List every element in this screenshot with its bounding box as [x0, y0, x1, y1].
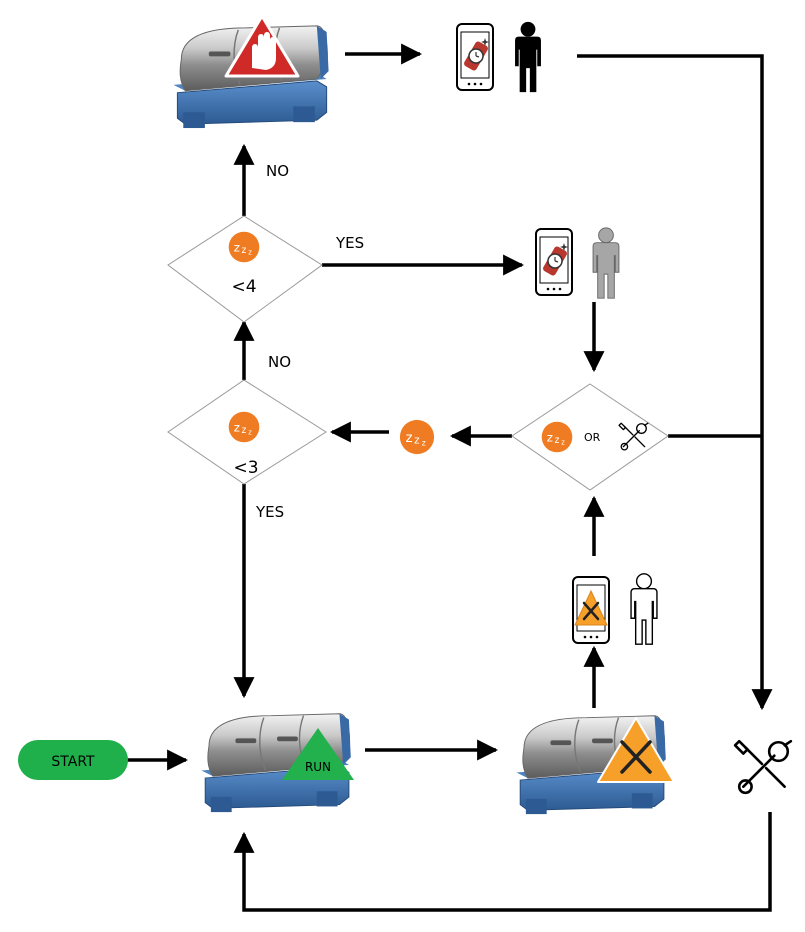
machine-running: RUN — [200, 713, 354, 813]
connectors — [127, 43, 773, 912]
smartphone-icon — [571, 575, 611, 645]
smartphone-icon — [455, 22, 495, 92]
run-label: RUN — [305, 760, 331, 774]
yes-mid-label: YES — [255, 503, 284, 521]
start-node: START — [18, 740, 128, 780]
sleep-zzz-icon — [541, 421, 573, 453]
maintenance-warning-icon — [597, 717, 675, 783]
no-top-label: NO — [266, 162, 289, 180]
lt3-label: <3 — [233, 458, 258, 478]
decision-sleep-lt4: <4 — [167, 215, 323, 323]
person-icon — [515, 21, 541, 93]
or-label: OR — [584, 431, 601, 444]
sleep-zzz-icon — [228, 231, 260, 263]
person-icon — [592, 227, 620, 299]
no-mid-label: NO — [268, 353, 291, 371]
wrench-screwdriver-icon — [733, 739, 793, 795]
lt4-label: <4 — [231, 277, 256, 297]
machine-maintenance — [515, 715, 675, 815]
stop-hand-warning-icon — [224, 14, 300, 78]
arrow-tools-to-run — [233, 812, 772, 912]
person-icon — [630, 573, 658, 645]
arrow-alert-to-tools — [577, 54, 773, 711]
yes-top-label: YES — [335, 234, 364, 252]
sleep-zzz-icon — [399, 419, 435, 455]
decision-sleep-lt3: <3 — [167, 379, 327, 485]
sleep-zzz-icon — [228, 411, 260, 443]
decision-sleep-or-maintenance: OR — [511, 383, 669, 491]
smartphone-icon — [534, 227, 574, 297]
machine-stopped — [172, 14, 330, 129]
start-label: START — [51, 754, 95, 770]
